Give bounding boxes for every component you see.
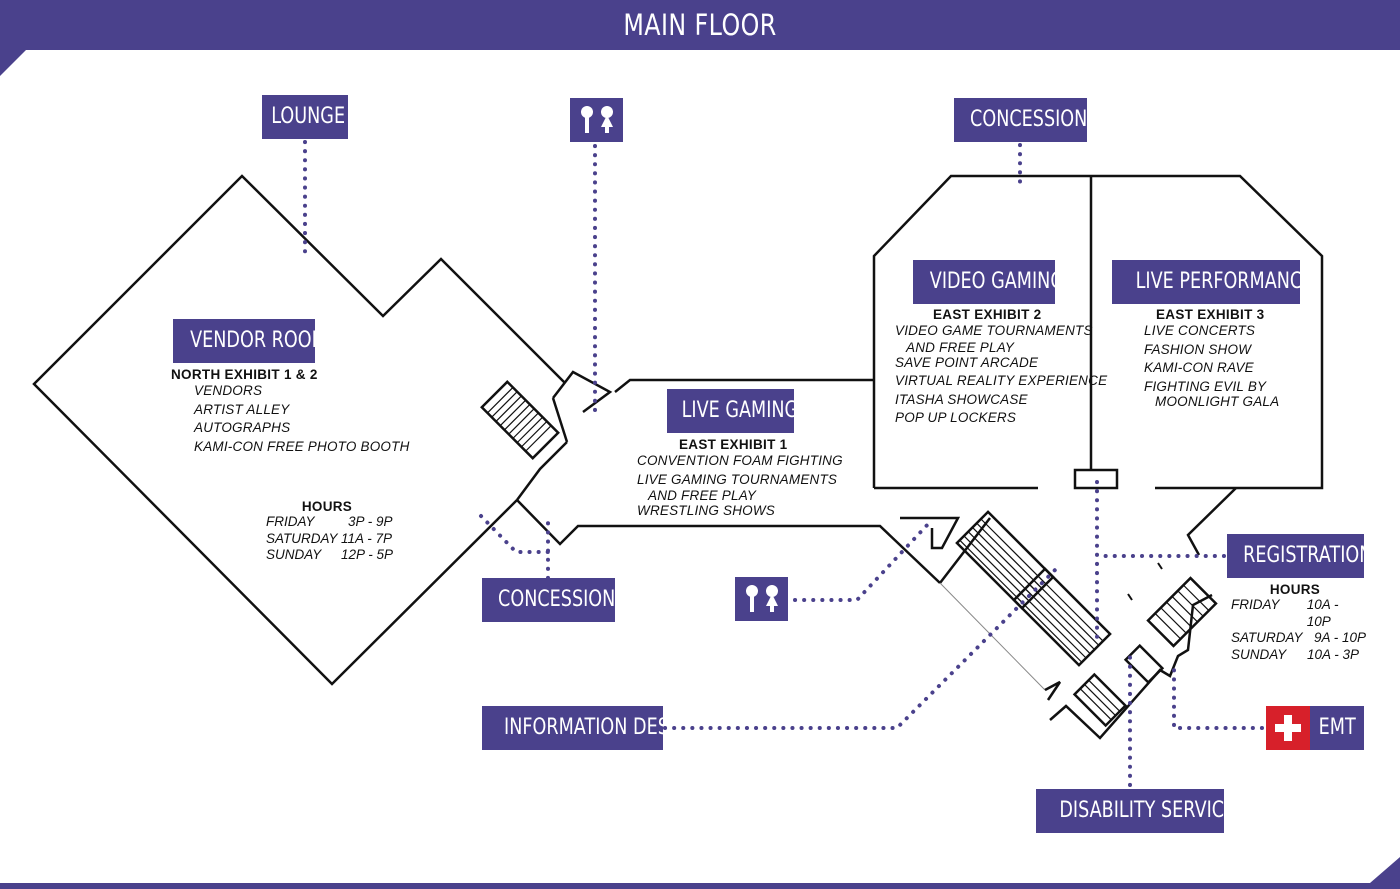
stairs — [480, 380, 1218, 728]
lobby-wall-southeast — [1049, 593, 1213, 740]
escalator-1 — [955, 510, 1055, 610]
stairs-vendor — [480, 380, 560, 460]
video-gaming-heading: EAST EXHIBIT 2 — [933, 307, 1042, 322]
list-item: VENDORS — [194, 383, 263, 398]
restroom-icon — [570, 98, 623, 142]
concessions-bottom-label: CONCESSIONS — [482, 578, 615, 622]
corridor-north-wall — [614, 378, 874, 393]
vestibule-wall — [551, 397, 569, 443]
escalator-3 — [1072, 672, 1128, 728]
list-item: SAVE POINT ARCADE — [895, 354, 1039, 370]
list-item: ITASHA SHOWCASE — [895, 391, 1028, 407]
live-gaming-label: LIVE GAMING — [667, 389, 794, 433]
vendor-room-heading: NORTH EXHIBIT 1 & 2 — [171, 367, 318, 382]
leader-restroom-bottom — [793, 520, 932, 602]
vendor-room-wall-east — [515, 441, 568, 501]
live-performances-info: EAST EXHIBIT 3 LIVE CONCERTS FASHION SHO… — [1144, 307, 1279, 408]
registration-label: REGISTRATION — [1227, 534, 1364, 578]
list-item: AND FREE PLAY — [648, 488, 757, 503]
corridor-south-wall — [516, 499, 941, 584]
lobby-booth — [1123, 643, 1165, 685]
header-bar — [0, 0, 1400, 50]
live-performances-label: LIVE PERFORMANCES — [1112, 260, 1300, 304]
vendor-room-wall — [32, 174, 566, 686]
east-exhibit-wall — [872, 174, 1324, 490]
live-gaming-info: EAST EXHIBIT 1 CONVENTION FOAM FIGHTING … — [637, 437, 843, 521]
live-gaming-heading: EAST EXHIBIT 1 — [679, 437, 788, 452]
list-item: AND FREE PLAY — [906, 339, 1015, 355]
lobby-wall-east — [1186, 487, 1237, 556]
corner-decoration-bottom — [1370, 857, 1400, 883]
list-item: LIVE GAMING TOURNAMENTS — [637, 471, 838, 487]
leader-concessions-bottom-branch — [479, 514, 550, 554]
lobby-markers — [1127, 562, 1163, 601]
leader-information-desk — [663, 563, 1062, 730]
restroom-icon — [745, 585, 778, 612]
lobby-glass — [939, 582, 1046, 691]
list-item: KAMI-CON FREE PHOTO BOOTH — [194, 438, 410, 454]
leader-lines — [303, 140, 1264, 787]
vendor-room-label: VENDOR ROOM — [173, 319, 315, 363]
list-item: ARTIST ALLEY — [194, 401, 290, 417]
list-item: FIGHTING EVIL BY — [1144, 378, 1267, 394]
emt-label: EMT — [1266, 706, 1364, 750]
list-item: VIRTUAL REALITY EXPERIENCE — [895, 373, 1108, 388]
list-item: POP UP LOCKERS — [895, 410, 1017, 425]
list-item: KAMI-CON RAVE — [1144, 360, 1254, 375]
information-desk-label: INFORMATION DESK — [482, 706, 663, 750]
video-gaming-label: VIDEO GAMING — [913, 260, 1055, 304]
leader-emt — [1172, 668, 1264, 730]
list-item: VIDEO GAME TOURNAMENTS — [895, 323, 1093, 338]
vendor-room-info: NORTH EXHIBIT 1 & 2 VENDORS ARTIST ALLEY… — [171, 367, 410, 456]
list-item: FASHION SHOW — [1144, 341, 1252, 357]
divider-post — [1073, 468, 1119, 490]
escalator-2 — [1012, 567, 1112, 667]
stairs-registration — [1146, 576, 1218, 648]
restroom-icon — [735, 577, 788, 621]
list-item: AUTOGRAPHS — [194, 420, 291, 435]
lobby-wall-north — [900, 516, 961, 550]
lobby-wall-stair — [1044, 680, 1062, 701]
concessions-top-label: CONCESSIONS — [954, 98, 1087, 142]
live-performances-heading: EAST EXHIBIT 3 — [1156, 307, 1265, 322]
first-aid-cross-icon — [1266, 706, 1310, 750]
footer-bar — [0, 883, 1400, 889]
disability-services-label: DISABILITY SERVICES — [1036, 789, 1224, 833]
list-item: CONVENTION FOAM FIGHTING — [637, 453, 843, 468]
page-title: MAIN FLOOR — [623, 8, 777, 42]
list-item: LIVE CONCERTS — [1144, 323, 1256, 338]
list-item: WRESTLING SHOWS — [637, 503, 776, 518]
lounge-label: LOUNGE — [262, 95, 348, 139]
hours-heading: HOURS — [1269, 582, 1321, 597]
hours-heading: HOURS — [301, 499, 353, 514]
corner-decoration — [0, 50, 26, 76]
list-item: MOONLIGHT GALA — [1155, 394, 1280, 409]
restroom-icon — [580, 106, 613, 133]
video-gaming-info: EAST EXHIBIT 2 VIDEO GAME TOURNAMENTS AN… — [895, 307, 1107, 428]
